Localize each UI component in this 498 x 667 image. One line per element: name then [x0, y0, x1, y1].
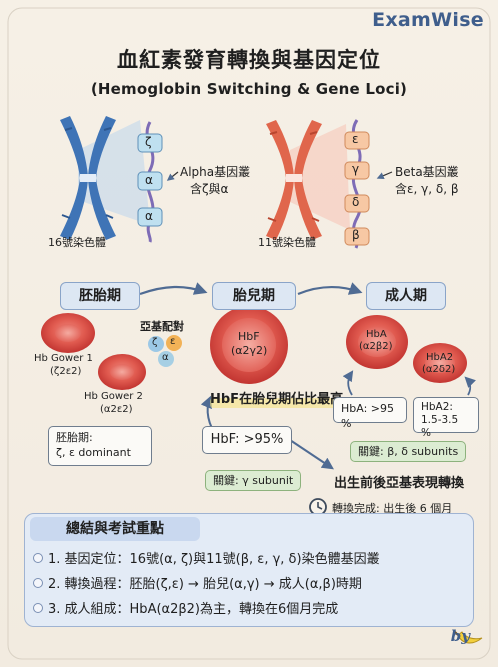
stage-embryonic: 胚胎期: [60, 282, 140, 310]
brand-logo: ExamWise: [372, 9, 484, 31]
hba-percent-box: HbA: >95 %: [333, 397, 407, 430]
chromosome-16-label: 16號染色體: [48, 236, 106, 249]
hbf-formula: (α2γ2): [231, 344, 268, 357]
banana-icon: [453, 630, 483, 644]
switch-arrow-icon: [289, 439, 334, 470]
switch-detail: 轉換完成: 出生後 6 個月: [332, 502, 453, 515]
hba-cell: [346, 315, 408, 369]
hbf-highlight: HbF在胎兒期佔比最高: [210, 392, 344, 407]
alpha-gene-alpha2: α: [145, 209, 153, 223]
beta-gene-delta: δ: [352, 195, 360, 209]
hb-gower2-label: Hb Gower 2: [84, 391, 143, 402]
hba-up-arrow-icon: [342, 370, 354, 396]
embryonic-note-line1: 胚胎期:: [56, 431, 93, 444]
hbf-percent-box: HbF: >95%: [202, 426, 292, 454]
beta-cluster-detail: 含ε, γ, δ, β: [395, 182, 459, 196]
adult-key-box: 關鍵: β, δ subunits: [350, 441, 467, 462]
switch-title: 出生前後亞基表現轉換: [334, 476, 465, 491]
epsilon-subunit-icon: [166, 335, 182, 351]
summary-bullet-2: [33, 578, 43, 588]
chromosome-16: [60, 116, 150, 240]
summary-item-3: 3. 成人組成：HbA(α2β2)為主，轉換在6個月完成: [48, 602, 339, 617]
embryonic-note: 胚胎期: ζ, ε dominant: [48, 426, 152, 466]
hbf-label: HbF: [238, 330, 260, 343]
hbf-cell: [210, 306, 288, 384]
beta-callout-arrow-icon: [376, 171, 393, 180]
page-title: 血紅素發育轉換與基因定位: [117, 47, 381, 72]
hba2-formula: (α2δ2): [422, 364, 456, 375]
beta-gene-gamma: γ: [352, 162, 360, 176]
stage-adult: 成人期: [366, 282, 446, 310]
hba2-cell: [413, 343, 467, 383]
stage-fetal: 胎兒期: [212, 282, 296, 310]
beta-gene-epsilon: ε: [352, 132, 359, 146]
alpha-gene-alpha1: α: [145, 173, 153, 187]
beta-gene-beta: β: [352, 228, 360, 242]
summary-item-1: 1. 基因定位：16號(α, ζ)與11號(β, ε, γ, δ)染色體基因叢: [48, 552, 380, 567]
summary-item-2: 2. 轉換過程：胚胎(ζ,ε) → 胎兒(α,γ) → 成人(α,β)時期: [48, 577, 362, 592]
hba-label: HbA: [366, 329, 387, 340]
hba2-percent-line2: 1.5-3.5 %: [421, 414, 459, 439]
alpha-callout-arrow-icon: [166, 171, 179, 181]
subunit-alpha-label: α: [162, 352, 169, 363]
beta-cluster-label: Beta基因叢: [395, 165, 459, 179]
hba2-percent-line1: HbA2:: [421, 401, 453, 413]
alpha-gene-strand: [137, 121, 163, 243]
stage-arrow-1-icon: [139, 282, 208, 296]
subunit-pairing-title: 亞基配對: [140, 320, 184, 333]
summary-bullet-1: [33, 553, 43, 563]
stage-arrow-2-icon: [297, 282, 363, 296]
hb-gower1-formula: (ζ2ε2): [50, 366, 82, 377]
embryonic-note-line2: ζ, ε dominant: [56, 446, 131, 459]
subunit-epsilon-label: ε: [170, 336, 176, 347]
subunit-zeta-label: ζ: [152, 337, 158, 348]
chromosome-11-label: 11號染色體: [258, 236, 316, 249]
highlight-mark: [210, 398, 356, 408]
alpha-subunit-icon: [158, 351, 174, 367]
hb-gower1-cell: [41, 313, 95, 353]
alpha-cluster-label: Alpha基因叢: [180, 165, 251, 179]
hb-gower2-cell: [98, 354, 146, 390]
byline: by: [450, 627, 470, 645]
alpha-gene-zeta: ζ: [145, 135, 152, 149]
summary-heading: 總結與考試重點: [30, 517, 200, 541]
alpha-cluster-detail: 含ζ與α: [190, 182, 229, 196]
hba2-percent-box: HbA2: 1.5-3.5 %: [413, 397, 479, 439]
hba-formula: (α2β2): [359, 341, 393, 352]
hba2-up-arrow-icon: [464, 376, 476, 396]
summary-bullet-3: [33, 603, 43, 613]
chromosome-11: [266, 120, 350, 240]
zeta-subunit-icon: [148, 336, 164, 352]
hb-gower1-label: Hb Gower 1: [34, 353, 93, 364]
hb-gower2-formula: (α2ε2): [100, 404, 133, 415]
page-subtitle: (Hemoglobin Switching & Gene Loci): [90, 80, 408, 98]
fetal-key-box: 關鍵: γ subunit: [205, 470, 302, 491]
hba2-label: HbA2: [426, 352, 454, 363]
beta-gene-strand: [344, 119, 370, 249]
